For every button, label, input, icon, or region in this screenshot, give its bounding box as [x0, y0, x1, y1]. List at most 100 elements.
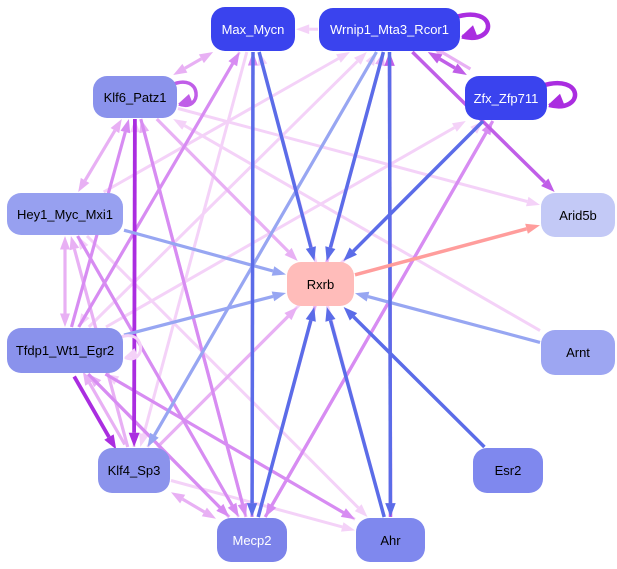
edge-max_mycn-to-klf4-arrowhead	[139, 433, 149, 447]
edge-tfdp1-to-klf4-arrowhead	[104, 434, 117, 450]
self-loop-tfdp1	[116, 334, 142, 361]
self-loop-klf6-arrowhead	[178, 94, 193, 104]
edge-klf6-to-klf4	[132, 118, 137, 433]
node-klf4[interactable]: Klf4_Sp3	[98, 448, 170, 493]
edge-klf4-to-mecp2-arrowhead	[171, 492, 186, 504]
edge-tfdp1-to-rxrb	[123, 294, 274, 337]
edge-mecp2-to-rxrb-arrowhead	[305, 307, 316, 322]
edge-ahr-to-rxrb	[328, 319, 386, 518]
node-arnt[interactable]: Arnt	[541, 330, 615, 375]
edge-hey1-to-rxrb-arrowhead	[271, 266, 286, 276]
edge-arnt-to-rxrb	[367, 295, 541, 344]
edge-wrnip1-to-rxrb-arrowhead	[325, 246, 336, 261]
edge-max_mycn-to-klf6-arrowhead	[198, 52, 214, 64]
edge-wrnip1-to-ahr	[387, 51, 393, 504]
edge-zfx-to-mecp2	[270, 120, 495, 507]
edge-klf6-to-mecp2-arrowhead	[237, 502, 248, 517]
edge-tfdp1-to-wrnip1-arrowhead	[354, 52, 367, 65]
edge-max_mycn-to-mecp2	[250, 51, 255, 504]
edge-hey1-to-wrnip1-arrowhead	[336, 52, 350, 63]
edge-arnt-to-klf6	[183, 124, 541, 332]
node-tfdp1[interactable]: Tfdp1_Wt1_Egr2	[7, 328, 123, 373]
edge-klf6-to-rxrb	[155, 117, 290, 253]
edge-wrnip1-to-zfx-arrowhead	[427, 52, 443, 64]
edge-klf4-to-ahr-arrowhead	[341, 522, 355, 532]
edge-wrnip1-to-zfx-arrowhead	[452, 63, 467, 75]
node-esr2[interactable]: Esr2	[473, 448, 543, 493]
self-loop-tfdp1-arrowhead	[124, 348, 139, 358]
edge-hey1-to-tfdp1-arrowhead	[60, 236, 70, 250]
edge-wrnip1-to-zfx	[438, 57, 456, 70]
node-rxrb[interactable]: Rxrb	[287, 262, 354, 306]
node-klf6[interactable]: Klf6_Patz1	[93, 76, 177, 118]
edge-hey1-to-ahr-arrowhead	[354, 504, 368, 517]
edge-arnt-to-klf6-arrowhead	[173, 119, 187, 130]
edge-klf4-to-hey1-arrowhead	[69, 236, 80, 251]
edge-hey1-to-rxrb	[123, 228, 274, 273]
edge-tfdp1-to-zfx-arrowhead	[452, 121, 466, 132]
edge-klf6-to-hey1-arrowhead	[78, 177, 90, 192]
edge-wrnip1-to-max_mycn-arrowhead	[296, 24, 310, 35]
node-max_mycn[interactable]: Max_Mycn	[211, 7, 295, 51]
edge-zfx-to-mecp2-arrowhead	[265, 502, 277, 517]
edge-max_mycn-to-rxrb-arrowhead	[305, 246, 316, 261]
edge-arnt-to-rxrb-arrowhead	[355, 291, 370, 302]
edge-ahr-to-rxrb-arrowhead	[325, 307, 336, 322]
node-mecp2[interactable]: Mecp2	[217, 518, 287, 562]
edge-rxrb-to-arid5b-arrowhead	[525, 223, 540, 234]
edge-hey1-to-mecp2	[76, 235, 234, 507]
node-hey1[interactable]: Hey1_Myc_Mxi1	[7, 193, 123, 235]
edge-hey1-to-mecp2-arrowhead	[227, 502, 239, 517]
edge-klf6-to-arid5b-arrowhead	[526, 196, 540, 207]
node-zfx[interactable]: Zfx_Zfp711	[465, 76, 547, 120]
node-arid5b[interactable]: Arid5b	[541, 193, 615, 237]
edge-zfx-to-rxrb	[352, 119, 485, 253]
self-loop-zfx	[540, 80, 578, 109]
edge-tfdp1-to-ahr-arrowhead	[340, 508, 355, 520]
edge-klf6-to-mecp2	[139, 118, 245, 505]
edge-hey1-to-tfdp1-arrowhead	[60, 313, 70, 327]
node-wrnip1[interactable]: Wrnip1_Mta3_Rcor1	[319, 8, 460, 51]
edge-tfdp1-to-klf4	[72, 375, 111, 439]
edge-tfdp1-to-ahr	[104, 372, 345, 514]
edge-klf4-to-mecp2-arrowhead	[201, 507, 216, 519]
edge-tfdp1-to-klf6-arrowhead	[120, 119, 131, 134]
edge-klf6-to-arid5b	[177, 107, 528, 203]
edge-mecp2-to-rxrb	[256, 319, 313, 518]
self-loop-klf6	[170, 80, 198, 107]
edge-wrnip1-to-arid5b-arrowhead	[541, 178, 555, 192]
self-loop-zfx-arrowhead	[548, 93, 565, 105]
edge-esr2-to-rxrb	[352, 315, 486, 449]
edge-klf6-to-hey1-arrowhead	[110, 119, 122, 134]
edge-esr2-to-rxrb-arrowhead	[343, 307, 358, 321]
edge-zfx-to-rxrb-arrowhead	[343, 247, 357, 261]
edge-max_mycn-to-klf6-arrowhead	[173, 63, 188, 75]
edge-wrnip1-to-rxrb	[328, 51, 386, 249]
edge-wrnip1-to-ahr-arrowhead	[385, 503, 396, 517]
node-ahr[interactable]: Ahr	[356, 518, 425, 562]
edge-tfdp1-to-rxrb-arrowhead	[271, 291, 286, 302]
self-loop-wrnip1-arrowhead	[461, 25, 478, 37]
edge-klf4-to-rxrb-arrowhead	[284, 307, 298, 321]
edge-max_mycn-to-klf6	[184, 57, 203, 70]
edge-tfdp1-to-mecp2-arrowhead	[216, 503, 230, 517]
edge-wrnip1-to-klf4-arrowhead	[147, 432, 159, 447]
edge-tfdp1-to-zfx	[105, 126, 456, 329]
edge-klf4-to-mecp2	[181, 497, 206, 514]
edge-klf6-to-klf4-arrowhead	[128, 432, 140, 447]
edge-max_mycn-to-mecp2-arrowhead	[246, 503, 258, 517]
edge-tfdp1-to-max_mycn-arrowhead	[228, 52, 240, 67]
edge-wrnip1-to-klf4	[153, 51, 378, 437]
edge-rxrb-to-arid5b	[354, 227, 528, 277]
edge-klf6-to-rxrb-arrowhead	[284, 247, 298, 261]
edge-max_mycn-to-rxrb	[257, 51, 313, 249]
edge-klf4-to-rxrb	[156, 315, 290, 449]
edge-hey1-to-ahr	[85, 234, 360, 509]
edge-hey1-to-wrnip1	[102, 57, 340, 194]
edge-klf6-to-hey1	[83, 129, 117, 182]
self-loop-wrnip1	[453, 12, 491, 40]
edge-klf4-to-tfdp1-arrowhead	[82, 371, 94, 386]
edge-klf4-to-tfdp1	[88, 382, 127, 446]
edge-zfx-to-wrnip1	[442, 51, 472, 71]
